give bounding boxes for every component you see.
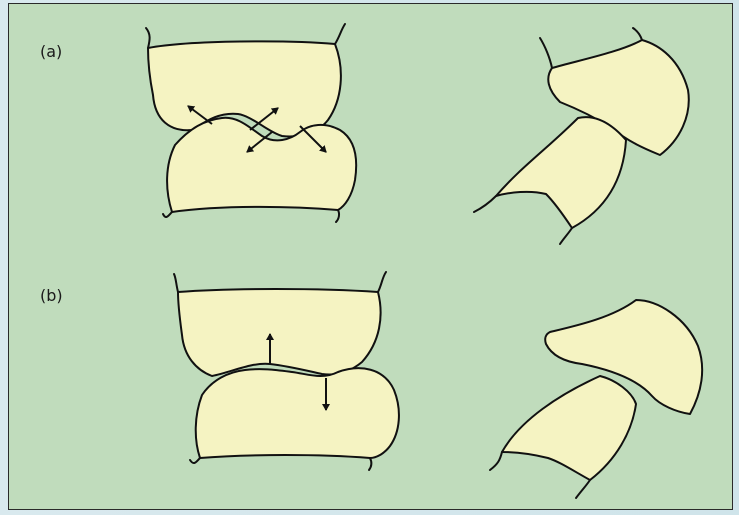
panel-a-label: (a): [40, 42, 62, 61]
panel-a-upper-tooth: [146, 24, 345, 136]
panel-a-side-lower-tooth: [474, 117, 626, 244]
panel-b-upper-tooth: [174, 272, 386, 376]
panel-b-label: (b): [40, 286, 63, 305]
panel-b-side-lower-tooth: [490, 376, 636, 498]
panel-a-lower-tooth: [163, 118, 356, 222]
panel-b-lower-tooth: [190, 368, 399, 470]
